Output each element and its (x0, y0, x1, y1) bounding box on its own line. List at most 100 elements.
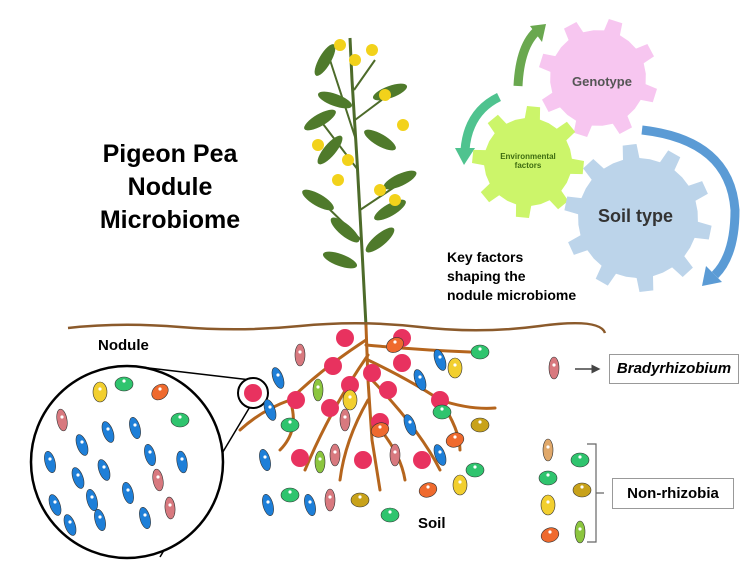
bacterium-eye (348, 395, 352, 399)
bacterium-icon (63, 514, 77, 536)
gear-label-environmental: Environmental factors (492, 152, 564, 170)
bacterium-eye (453, 435, 457, 439)
nodule-magnified-circle (29, 364, 225, 560)
gear-genotype (539, 19, 657, 137)
bacterium-icon (403, 414, 417, 436)
bacterium-icon (540, 494, 556, 516)
bacterium-icon (304, 493, 316, 517)
flower (349, 54, 361, 66)
bradyrhizobium-icon (164, 496, 176, 520)
bacterium-eye (552, 363, 556, 367)
title-line: Pigeon Pea (102, 140, 238, 168)
bacterium-icon (170, 412, 190, 428)
bacterium-icon (262, 493, 274, 517)
bacterium-eye (438, 355, 442, 359)
bacterium-eye (126, 488, 130, 492)
gear-label-soil-type: Soil type (598, 206, 674, 226)
cycle-arrow-teal (460, 92, 502, 151)
bacterium-eye (48, 457, 52, 461)
bacterium-icon (342, 389, 358, 411)
root-nodule (393, 354, 411, 372)
bacterium-eye (358, 495, 362, 499)
bacterium-eye (546, 473, 550, 477)
bacterium-eye (53, 500, 57, 504)
bacterium-eye (578, 527, 582, 531)
bacterium-icon (540, 527, 560, 543)
bacterium-icon (465, 462, 485, 478)
zoom-line-top (139, 366, 252, 381)
bacterium-icon (386, 337, 404, 353)
bacterium-eye (180, 457, 184, 461)
bacterium-icon (413, 369, 427, 391)
bacterium-eye (178, 415, 182, 419)
bradyrhizobium-icon (152, 468, 164, 492)
bacterium-icon (144, 443, 156, 467)
bacterium-eye (98, 387, 102, 391)
bacterium-eye (328, 495, 332, 499)
root-nodule (379, 381, 397, 399)
leaf (364, 129, 396, 151)
cycle-arrow-blue (641, 125, 740, 279)
flower (334, 39, 346, 51)
heading-line: nodule microbiome (447, 287, 577, 303)
flower (374, 184, 386, 196)
bacterium-icon (139, 506, 151, 530)
leaf (365, 227, 395, 253)
bacterium-icon (97, 459, 111, 481)
bacterium-icon (452, 474, 468, 496)
bacterium-eye (333, 450, 337, 454)
bacterium-icon (418, 482, 438, 498)
bacterium-icon (470, 417, 490, 433)
bacterium-icon (350, 492, 370, 508)
arrowhead-teal (455, 148, 475, 165)
flower (332, 174, 344, 186)
heading-line: Key factors (447, 249, 524, 265)
bradyrhizobium-icon (548, 356, 560, 380)
bacterium-icon (572, 482, 592, 498)
bacterium-eye (90, 495, 94, 499)
bacterium-icon (280, 487, 300, 503)
heading-line: shaping the (447, 268, 526, 284)
bacterium-eye (316, 385, 320, 389)
bacterium-icon (259, 448, 271, 472)
arrowhead-green (530, 24, 546, 42)
bacterium-eye (440, 407, 444, 411)
root-nodule (324, 357, 342, 375)
flower (389, 194, 401, 206)
bacterium-icon (470, 344, 490, 360)
bacterium-eye (473, 465, 477, 469)
bacterium-eye (393, 340, 397, 344)
bacterium-icon (92, 381, 108, 403)
bacterium-eye (298, 350, 302, 354)
leaf (317, 91, 353, 109)
bacterium-icon (380, 507, 400, 523)
gear-environmental (472, 106, 584, 218)
bacterium-icon (86, 488, 98, 512)
soil-surface-line (67, 321, 607, 334)
bacterium-eye (148, 450, 152, 454)
flower (366, 44, 378, 56)
leaf (314, 44, 336, 76)
bacterium-eye (438, 450, 442, 454)
bacterium-eye (546, 500, 550, 504)
flower (342, 154, 354, 166)
flower (312, 139, 324, 151)
flower (379, 89, 391, 101)
nodule-label: Nodule (98, 337, 149, 354)
bacterium-icon (542, 438, 554, 462)
leaf (383, 170, 417, 190)
gear-label-line: factors (514, 161, 542, 170)
bacterium-eye (343, 415, 347, 419)
bacterium-icon (71, 467, 85, 489)
bacterium-eye (578, 455, 582, 459)
legend-bradyrhizobium: Bradyrhizobium (609, 354, 739, 384)
bacterium-icon (280, 417, 300, 433)
bacterium-eye (288, 490, 292, 494)
bacterium-eye (318, 457, 322, 461)
root-nodule (413, 451, 431, 469)
bacterium-icon (48, 494, 62, 516)
bacterium-icon (114, 376, 134, 392)
bacterium-eye (393, 450, 397, 454)
